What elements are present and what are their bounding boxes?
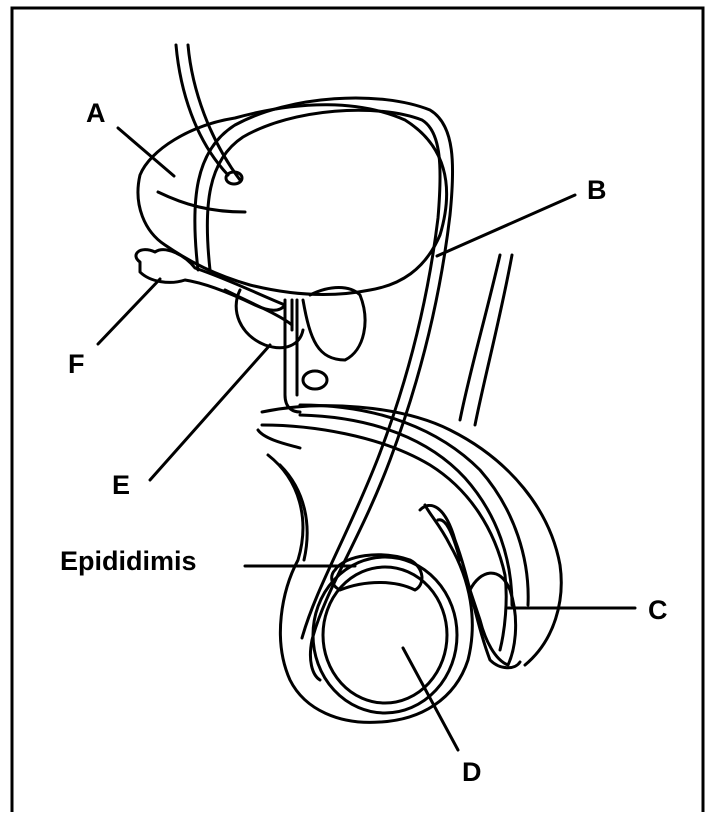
label-a: A [86,100,106,127]
bladder-inner-fold [158,192,245,212]
label-c: C [648,597,668,624]
anatomy-drawing [136,45,561,722]
abdominal-wall [460,255,512,425]
leader-line-d [403,648,458,750]
label-e: E [112,472,130,499]
leader-line-b [437,195,575,256]
leader-line-e [150,345,270,480]
leader-line-f [98,279,160,344]
leader-line-a [118,128,174,176]
bulbourethral-gland [303,371,327,389]
testis [323,567,447,703]
testis-tunica [313,557,457,713]
bladder-outline [138,105,447,295]
penis-ventral [258,430,300,448]
label-f: F [68,351,85,378]
label-epididimis: Epididimis [60,548,197,575]
label-b: B [587,177,607,204]
label-d: D [462,759,482,786]
prostate [236,288,365,361]
